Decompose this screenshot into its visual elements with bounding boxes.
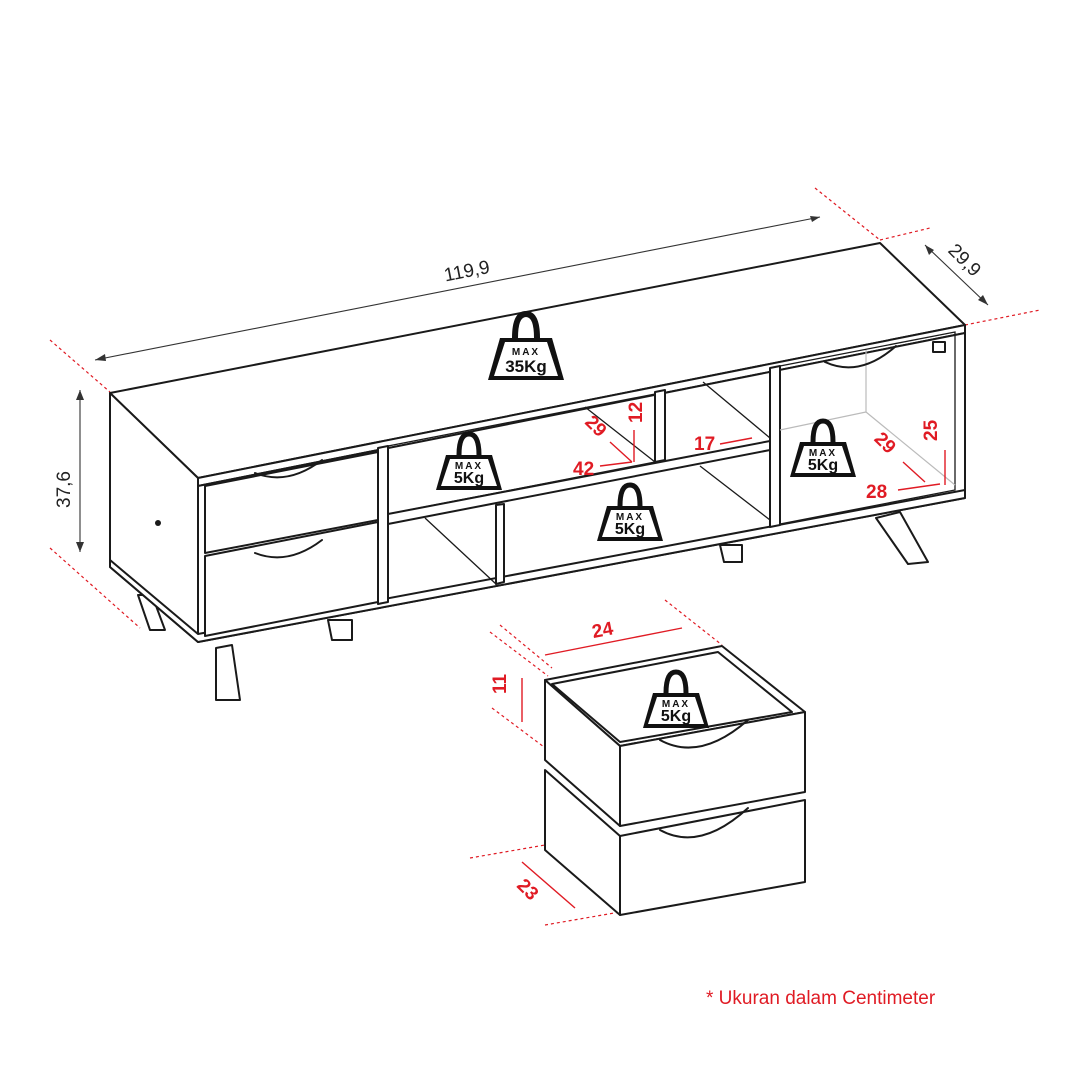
rear-legs — [137, 544, 743, 641]
weight-icon-top: MAX 35Kg — [488, 310, 564, 380]
lock-icon — [932, 341, 946, 353]
weight-icon-drawer: MAX 5Kg — [643, 669, 709, 728]
shelf-width-label: 42 — [573, 459, 594, 480]
right-compartment-width-label: 28 — [866, 482, 887, 503]
svg-text:MAX: MAX — [809, 448, 837, 459]
shelf-height-label: 12 — [626, 402, 647, 423]
drawer-height-label: 11 — [490, 673, 511, 694]
svg-text:35Kg: 35Kg — [505, 357, 547, 376]
width-label: 119,9 — [442, 257, 491, 286]
weight-icon-upper-shelf: MAX 5Kg — [436, 431, 502, 490]
svg-text:5Kg: 5Kg — [808, 457, 838, 474]
svg-text:MAX: MAX — [662, 699, 690, 710]
red-dimension-arrows — [521, 430, 946, 909]
svg-text:5Kg: 5Kg — [454, 470, 484, 487]
height-label: 37,6 — [54, 471, 75, 508]
drawer-width-label: 24 — [590, 618, 615, 643]
drawer-depth-label: 23 — [512, 875, 542, 905]
unit-note: * Ukuran dalam Centimeter — [706, 988, 936, 1009]
dimension-width-arrow — [94, 216, 821, 361]
svg-text:MAX: MAX — [512, 347, 540, 358]
weight-icon-middle-shelf: MAX 5Kg — [597, 482, 663, 541]
cabinet-partitions — [204, 331, 956, 637]
svg-text:MAX: MAX — [455, 461, 483, 472]
front-legs — [215, 511, 929, 701]
right-compartment-height-label: 25 — [921, 419, 942, 441]
small-compartment-width-label: 17 — [694, 434, 715, 455]
side-knob-icon — [155, 520, 161, 526]
depth-label: 29,9 — [944, 240, 985, 281]
svg-text:MAX: MAX — [616, 512, 644, 523]
svg-text:5Kg: 5Kg — [615, 521, 645, 538]
drawer-upper — [544, 645, 806, 827]
drawer-lower — [544, 769, 806, 916]
dimension-height-arrow — [76, 390, 84, 552]
svg-text:5Kg: 5Kg — [661, 708, 691, 725]
weight-icon-right-compartment: MAX 5Kg — [790, 418, 856, 477]
extension-guides — [49, 187, 1041, 926]
dimension-depth-arrow — [924, 244, 989, 306]
